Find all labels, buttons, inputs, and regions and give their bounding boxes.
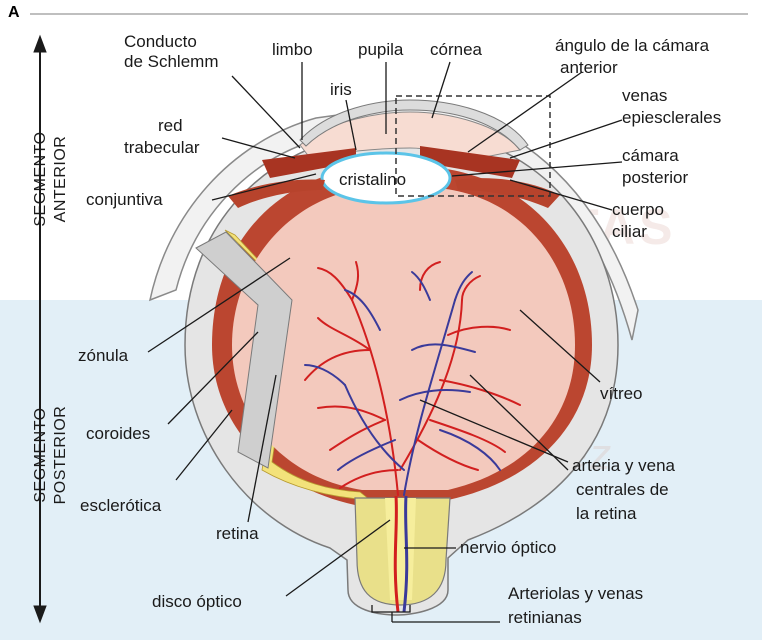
label-nervio-optico: nervio óptico bbox=[460, 538, 556, 558]
label-pupila: pupila bbox=[358, 40, 403, 60]
label-conducto-schlemm-1: Conducto bbox=[124, 32, 197, 52]
label-arteria-vena-2: centrales de bbox=[576, 480, 669, 500]
segment-anterior-label-1: SEGMENTO bbox=[32, 129, 50, 229]
label-camara-post-1: cámara bbox=[622, 146, 679, 166]
label-angulo-1: ángulo de la cámara bbox=[555, 36, 709, 56]
label-arteriolas-1: Arteriolas y venas bbox=[508, 584, 643, 604]
label-cuerpo-ciliar-2: ciliar bbox=[612, 222, 647, 242]
label-retina: retina bbox=[216, 524, 259, 544]
label-limbo: limbo bbox=[272, 40, 313, 60]
label-angulo-2: anterior bbox=[560, 58, 618, 78]
label-red-trabecular-2: trabecular bbox=[124, 138, 200, 158]
segment-posterior-label-2: POSTERIOR bbox=[52, 405, 70, 505]
segment-anterior-label-2: ANTERIOR bbox=[52, 129, 70, 229]
label-conducto-schlemm-2: de Schlemm bbox=[124, 52, 218, 72]
label-venas-epi-1: venas bbox=[622, 86, 667, 106]
panel-letter: A bbox=[8, 4, 20, 22]
label-coroides: coroides bbox=[86, 424, 150, 444]
label-vitreo: vítreo bbox=[600, 384, 643, 404]
label-conjuntiva: conjuntiva bbox=[86, 190, 163, 210]
label-arteria-vena-1: arteria y vena bbox=[572, 456, 675, 476]
segment-axis-arrow bbox=[34, 36, 46, 622]
label-cornea: córnea bbox=[430, 40, 482, 60]
label-venas-epi-2: epiesclerales bbox=[622, 108, 721, 128]
label-disco-optico: disco óptico bbox=[152, 592, 242, 612]
label-arteria-vena-3: la retina bbox=[576, 504, 636, 524]
label-esclerotica: esclerótica bbox=[80, 496, 161, 516]
label-red-trabecular-1: red bbox=[158, 116, 183, 136]
label-cuerpo-ciliar-1: cuerpo bbox=[612, 200, 664, 220]
label-camara-post-2: posterior bbox=[622, 168, 688, 188]
label-arteriolas-2: retinianas bbox=[508, 608, 582, 628]
label-iris: iris bbox=[330, 80, 352, 100]
label-zonula: zónula bbox=[78, 346, 128, 366]
segment-posterior-label-1: SEGMENTO bbox=[32, 405, 50, 505]
optic-nerve-core bbox=[385, 498, 416, 600]
label-cristalino: cristalino bbox=[339, 170, 406, 190]
